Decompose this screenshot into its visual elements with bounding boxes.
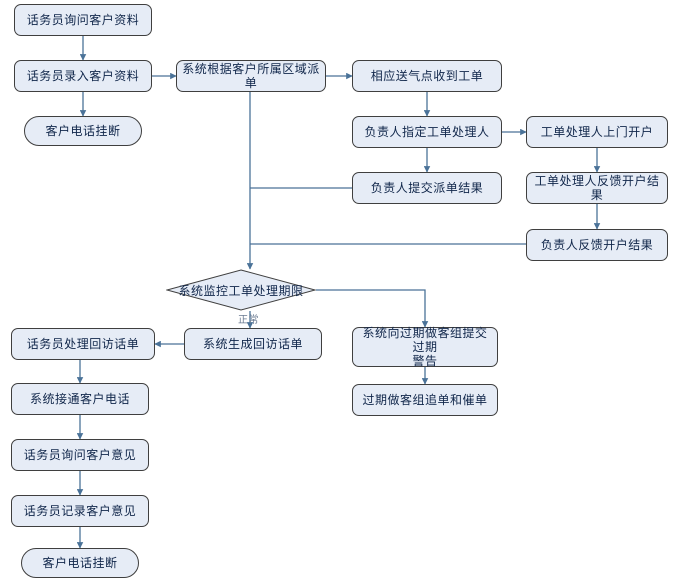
node-overdue-team-chases-order[interactable]: 过期做客组追单和催单 xyxy=(352,384,498,416)
node-manager-feedback-account-result[interactable]: 负责人反馈开户结果 xyxy=(526,229,668,261)
node-label: 客户电话挂断 xyxy=(42,556,118,570)
node-label: 系统根据客户所属区域派单 xyxy=(182,62,320,90)
node-handler-visits-to-open-account[interactable]: 工单处理人上门开户 xyxy=(526,116,668,148)
node-label: 负责人提交派单结果 xyxy=(370,181,484,195)
node-label: 系统生成回访话单 xyxy=(202,337,303,351)
node-label: 话务员询问客户资料 xyxy=(26,13,140,27)
node-customer-hangup-bottom[interactable]: 客户电话挂断 xyxy=(21,548,139,578)
node-label: 相应送气点收到工单 xyxy=(370,69,484,83)
node-gas-station-receives-order[interactable]: 相应送气点收到工单 xyxy=(352,60,502,92)
node-system-submits-overdue-warning[interactable]: 系统向过期做客组提交过期 警告 xyxy=(352,326,498,368)
edge-label-normal: 正常 xyxy=(238,315,259,326)
node-customer-hangup-top[interactable]: 客户电话挂断 xyxy=(24,116,142,146)
node-label: 负责人反馈开户结果 xyxy=(540,238,654,252)
node-label: 系统监控工单处理期限 xyxy=(178,283,304,298)
node-agent-records-customer-opinion[interactable]: 话务员记录客户意见 xyxy=(11,495,149,527)
node-agent-asks-customer-opinion[interactable]: 话务员询问客户意见 xyxy=(11,439,149,471)
node-handler-feedback-account-result[interactable]: 工单处理人反馈开户结果 xyxy=(526,172,668,204)
node-label: 过期做客组追单和催单 xyxy=(362,393,488,407)
node-label: 系统接通客户电话 xyxy=(29,392,130,406)
node-manager-assigns-handler[interactable]: 负责人指定工单处理人 xyxy=(352,116,502,148)
edge-decision-n14 xyxy=(316,289,429,328)
node-manager-submits-dispatch-result[interactable]: 负责人提交派单结果 xyxy=(352,172,502,204)
node-agent-enter-customer-info[interactable]: 话务员录入客户资料 xyxy=(14,60,152,92)
node-system-monitors-order-deadline[interactable]: 系统监控工单处理期限 xyxy=(166,269,316,311)
node-label: 话务员处理回访话单 xyxy=(26,337,140,351)
node-label: 负责人指定工单处理人 xyxy=(364,125,490,139)
node-label: 系统向过期做客组提交过期 警告 xyxy=(362,326,488,368)
node-system-dispatch-by-region[interactable]: 系统根据客户所属区域派单 xyxy=(176,60,326,92)
diamond-shape xyxy=(166,269,316,311)
node-system-connects-customer-call[interactable]: 系统接通客户电话 xyxy=(11,383,149,415)
node-label: 话务员录入客户资料 xyxy=(26,69,140,83)
node-label: 客户电话挂断 xyxy=(45,124,121,138)
node-agent-handles-followup-ticket[interactable]: 话务员处理回访话单 xyxy=(11,328,155,360)
node-system-generates-followup-ticket[interactable]: 系统生成回访话单 xyxy=(184,328,322,360)
node-label: 话务员询问客户意见 xyxy=(23,448,137,462)
node-agent-ask-customer-info[interactable]: 话务员询问客户资料 xyxy=(14,4,152,36)
node-label: 工单处理人反馈开户结果 xyxy=(534,174,660,202)
node-label: 工单处理人上门开户 xyxy=(540,125,654,139)
node-label: 话务员记录客户意见 xyxy=(23,504,137,518)
